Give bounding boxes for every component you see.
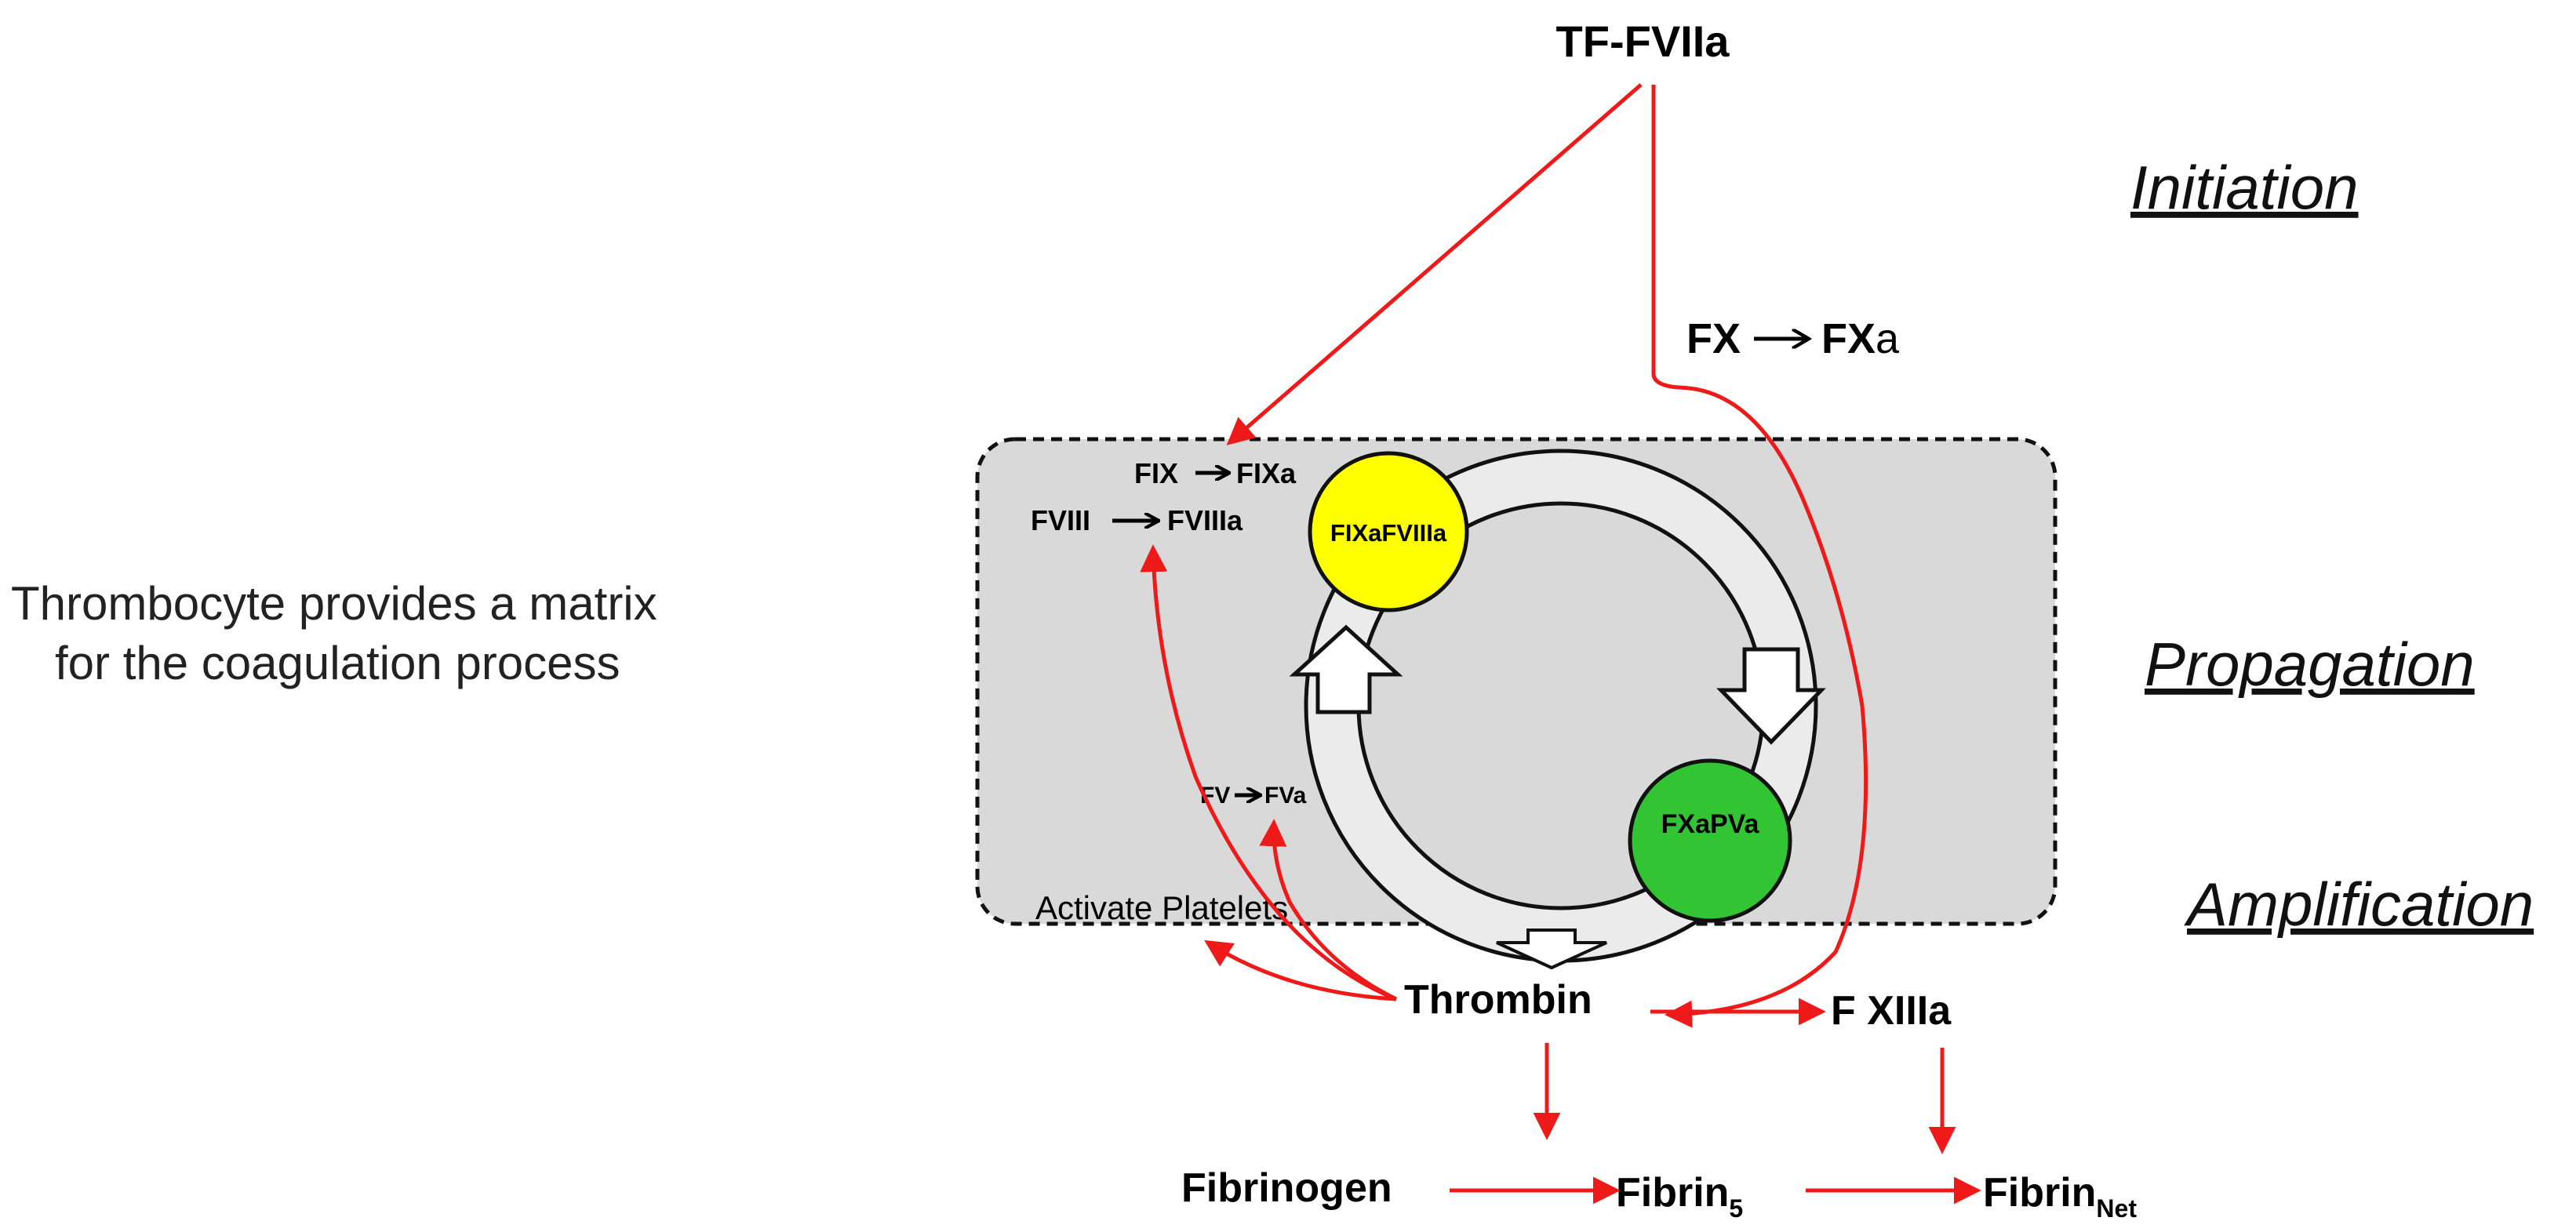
tenase-complex-circle <box>1308 451 1469 612</box>
fx-label: FX <box>1686 315 1741 362</box>
thrombin-to-fva-arrow <box>1259 819 1398 1001</box>
prothrombinase-complex-circle <box>1628 758 1792 923</box>
caption-line-1: Thrombocyte provides a matrix <box>11 577 657 630</box>
fix-label: FIX <box>1134 457 1178 489</box>
fibrinogen-label: Fibrinogen <box>1181 1165 1392 1211</box>
tf-to-fix-arrow <box>1226 83 1643 445</box>
tenase-complex-label: FIXaFVIIIa <box>1330 519 1447 547</box>
fibrin5-subscript: 5 <box>1729 1194 1743 1223</box>
phase-propagation: Propagation <box>2145 630 2475 699</box>
fxiiia-label: F XIIIa <box>1831 988 1952 1034</box>
fva-label: FVa <box>1264 783 1307 809</box>
activate-platelets-label: Activate Platelets <box>1035 889 1288 926</box>
fibrin-net-label: FibrinNet <box>1983 1170 2137 1223</box>
fibrin5-main: Fibrin <box>1616 1170 1729 1216</box>
phase-amplification: Amplification <box>2184 870 2534 939</box>
tf-fviia-label: TF-FVIIa <box>1556 16 1730 66</box>
fxa-label: FXa <box>1821 315 1900 362</box>
thrombin-to-platelets-arrow <box>1204 939 1397 1001</box>
tf-to-thrombin-arrow <box>1651 85 1868 1028</box>
thrombin-to-fviiia-arrow <box>1140 544 1397 1001</box>
prothrombinase-complex-label: FXaPVa <box>1661 809 1760 839</box>
cycle-arrow-down <box>1716 647 1826 745</box>
fxa-bold-part: FX <box>1821 315 1876 362</box>
fibrin-net-subscript: Net <box>2096 1194 2137 1223</box>
fxa-suffix: a <box>1876 315 1900 362</box>
thrombin-output-arrow <box>1496 929 1607 970</box>
fviiia-label: FVIIIa <box>1167 504 1243 536</box>
fviii-label: FVIII <box>1031 504 1090 536</box>
fibrin5-label: Fibrin5 <box>1616 1170 1743 1223</box>
caption-line-2: for the coagulation process <box>55 637 620 689</box>
fixa-label: FIXa <box>1236 457 1297 489</box>
fibrin-net-main: Fibrin <box>1983 1170 2096 1216</box>
thrombin-label: Thrombin <box>1404 977 1592 1023</box>
cycle-arrow-up <box>1289 624 1403 714</box>
phase-initiation: Initiation <box>2130 153 2359 222</box>
